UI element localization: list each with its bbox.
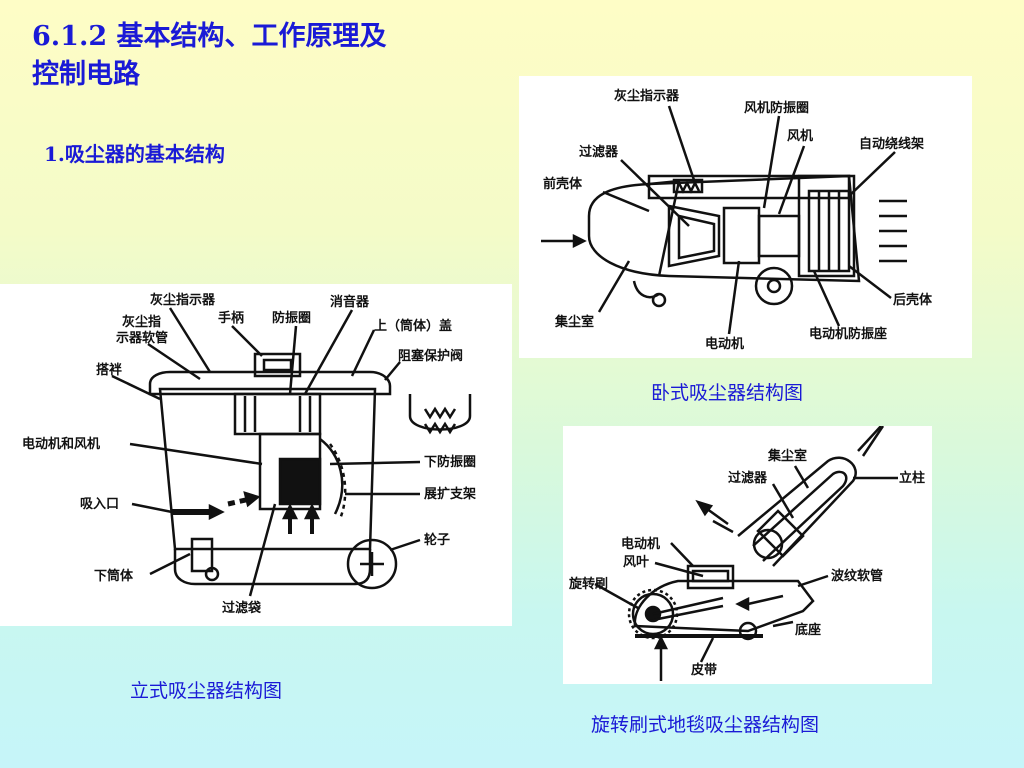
- label-h-dust-indicator: 灰尘指示器: [614, 88, 680, 104]
- label-u-damper: 防振圈: [272, 310, 311, 326]
- label-u-support: 展扩支架: [424, 486, 476, 502]
- label-h-fan: 风机: [787, 128, 813, 144]
- label-b-rotary-brush: 旋转刷: [568, 576, 608, 592]
- label-b-filter: 过滤器: [728, 470, 768, 486]
- label-h-filter: 过滤器: [579, 144, 619, 160]
- label-u-filter-bag: 过滤袋: [222, 600, 262, 616]
- label-u-dust-indicator: 灰尘指示器: [150, 292, 216, 308]
- label-u-lower-body: 下筒体: [94, 568, 134, 584]
- upright-vacuum-diagram: 灰尘指示器 灰尘指 示器软管 手柄 防振圈 消音器 上（筒体）盖 搭袢 阻塞保护…: [0, 284, 512, 626]
- upright-vacuum-caption: 立式吸尘器结构图: [130, 680, 283, 702]
- label-b-belt: 皮带: [690, 662, 717, 678]
- label-b-impeller: 风叶: [623, 555, 649, 570]
- rotary-brush-vacuum-caption: 旋转刷式地毯吸尘器结构图: [591, 714, 820, 736]
- horizontal-vacuum-caption: 卧式吸尘器结构图: [651, 382, 804, 404]
- horizontal-vacuum-drawing: 灰尘指示器 风机防振圈 风机 过滤器 自动绕线架 前壳体 后壳体 集尘室 电动机…: [541, 88, 933, 352]
- label-h-front-shell: 前壳体: [543, 176, 583, 192]
- label-u-lower-damper: 下防振圈: [424, 454, 476, 470]
- label-h-auto-reel: 自动绕线架: [859, 136, 924, 152]
- label-u-wheel: 轮子: [424, 532, 450, 548]
- label-u-block-valve: 阻塞保护阀: [398, 348, 463, 364]
- label-b-corrugated-hose: 波纹软管: [831, 568, 883, 584]
- rotary-brush-vacuum-drawing: 集尘室 立柱 过滤器 电动机 风叶 旋转刷 波纹软管 底座 皮带: [568, 426, 925, 681]
- label-u-inlet: 吸入口: [80, 497, 119, 512]
- label-u-muffler: 消音器: [330, 294, 370, 310]
- label-b-base: 底座: [795, 622, 821, 638]
- label-u-top-cover: 上（筒体）盖: [374, 318, 452, 334]
- slide-title: 6.1.2 基本结构、工作原理及控制电路: [32, 21, 387, 90]
- label-h-motor-mount: 电动机防振座: [809, 326, 887, 342]
- horizontal-vacuum-diagram: 灰尘指示器 风机防振圈 风机 过滤器 自动绕线架 前壳体 后壳体 集尘室 电动机…: [519, 76, 972, 358]
- label-h-motor: 电动机: [705, 336, 744, 352]
- upright-vacuum-drawing: 灰尘指示器 灰尘指 示器软管 手柄 防振圈 消音器 上（筒体）盖 搭袢 阻塞保护…: [22, 292, 476, 616]
- label-h-rear-shell: 后壳体: [893, 292, 933, 308]
- label-u-indicator-hose-2: 示器软管: [116, 330, 168, 346]
- label-u-motor-fan: 电动机和风机: [22, 436, 100, 452]
- label-b-motor: 电动机: [621, 536, 660, 552]
- label-h-fan-damper: 风机防振圈: [744, 100, 809, 116]
- slide-subtitle: 1.吸尘器的基本结构: [44, 142, 225, 166]
- label-u-handle: 手柄: [218, 310, 244, 326]
- label-b-column: 立柱: [899, 470, 925, 486]
- rotary-brush-vacuum-diagram: 集尘室 立柱 过滤器 电动机 风叶 旋转刷 波纹软管 底座 皮带: [563, 426, 932, 684]
- label-b-dust-chamber: 集尘室: [767, 448, 807, 464]
- label-u-indicator-hose-1: 灰尘指: [122, 314, 161, 330]
- label-h-dust-chamber: 集尘室: [554, 314, 594, 330]
- label-u-clasp: 搭袢: [96, 362, 122, 378]
